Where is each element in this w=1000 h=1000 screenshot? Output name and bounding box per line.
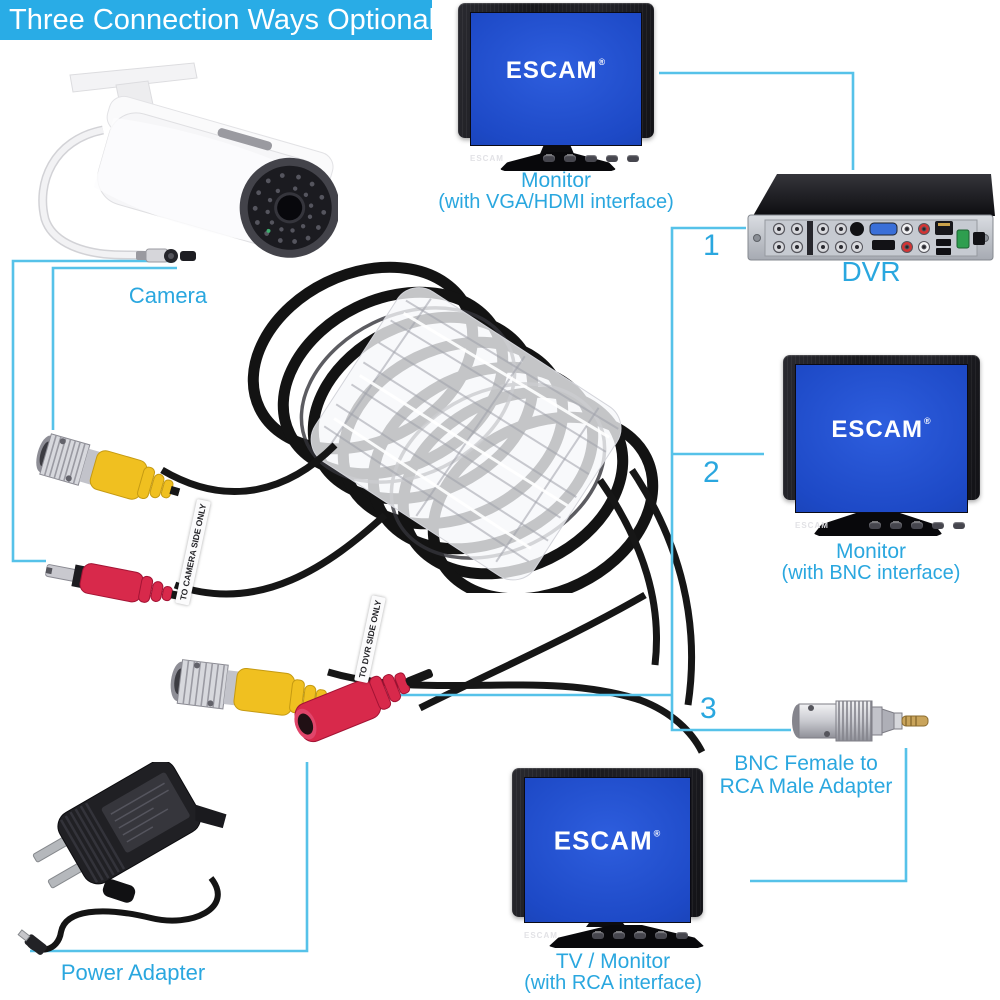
monitor-stand-base	[549, 925, 704, 948]
vga-port	[869, 222, 898, 236]
monitor-vga-illustration: ESCAM® ESCAM	[458, 3, 654, 173]
dc-male-plug-camera-side	[44, 563, 185, 603]
cable-tag-camera-side: TO CAMERA SIDE ONLY	[175, 498, 211, 606]
bnc-rca-adapter-label: BNC Female to RCA Male Adapter	[719, 752, 893, 799]
monitor-chin: ESCAM	[524, 925, 691, 945]
plastic-wrap	[310, 287, 622, 581]
monitor-bnc-illustration: ESCAM® ESCAM	[783, 355, 980, 540]
usb-port	[936, 239, 951, 246]
monitor-bnc-label: Monitor (with BNC interface)	[781, 540, 961, 585]
hdmi-port	[872, 240, 895, 250]
monitor-screen: ESCAM®	[470, 12, 642, 146]
camera-label: Camera	[128, 283, 208, 308]
tv-monitor-rca-illustration: ESCAM® ESCAM	[512, 768, 704, 950]
monitor-vga-label: Monitor (with VGA/HDMI interface)	[438, 169, 674, 214]
escam-screen-logo: ESCAM®	[505, 57, 607, 85]
audio-out-port	[850, 222, 864, 236]
escam-screen-logo: ESCAM®	[831, 415, 932, 443]
rca-ports	[901, 223, 930, 253]
tv-monitor-label: TV / Monitor (with RCA interface)	[524, 950, 702, 995]
monitor-chin: ESCAM	[795, 515, 968, 535]
escam-bezel-logo: ESCAM	[795, 520, 829, 530]
monitor-screen: ESCAM®	[795, 364, 968, 513]
escam-screen-logo: ESCAM®	[553, 825, 662, 856]
power-adapter-label: Power Adapter	[60, 960, 206, 985]
monitor-buttons	[543, 154, 639, 162]
step-2: 2	[703, 456, 720, 489]
escam-bezel-logo: ESCAM	[470, 153, 504, 163]
step-3: 3	[700, 692, 717, 725]
camera-illustration	[38, 62, 338, 263]
power-terminal	[956, 229, 970, 249]
banner-title: Three Connection Ways Optional	[0, 0, 435, 40]
dvr-illustration	[747, 174, 995, 261]
power-adapter-illustration	[17, 762, 227, 955]
bnc-rca-adapter-illustration	[792, 700, 929, 742]
step-1: 1	[703, 229, 720, 262]
dvr-label: DVR	[841, 256, 901, 287]
monitor-screen: ESCAM®	[524, 777, 691, 923]
dc-in-port	[973, 232, 985, 245]
escam-bezel-logo: ESCAM	[524, 930, 558, 940]
bnc-connector-camera-side	[36, 433, 181, 500]
monitor-chin: ESCAM	[470, 148, 642, 168]
monitor-buttons	[869, 521, 965, 529]
cable-coil-illustration	[247, 261, 659, 593]
line-monitor1-dvr	[659, 71, 855, 170]
monitor-buttons	[592, 931, 688, 939]
